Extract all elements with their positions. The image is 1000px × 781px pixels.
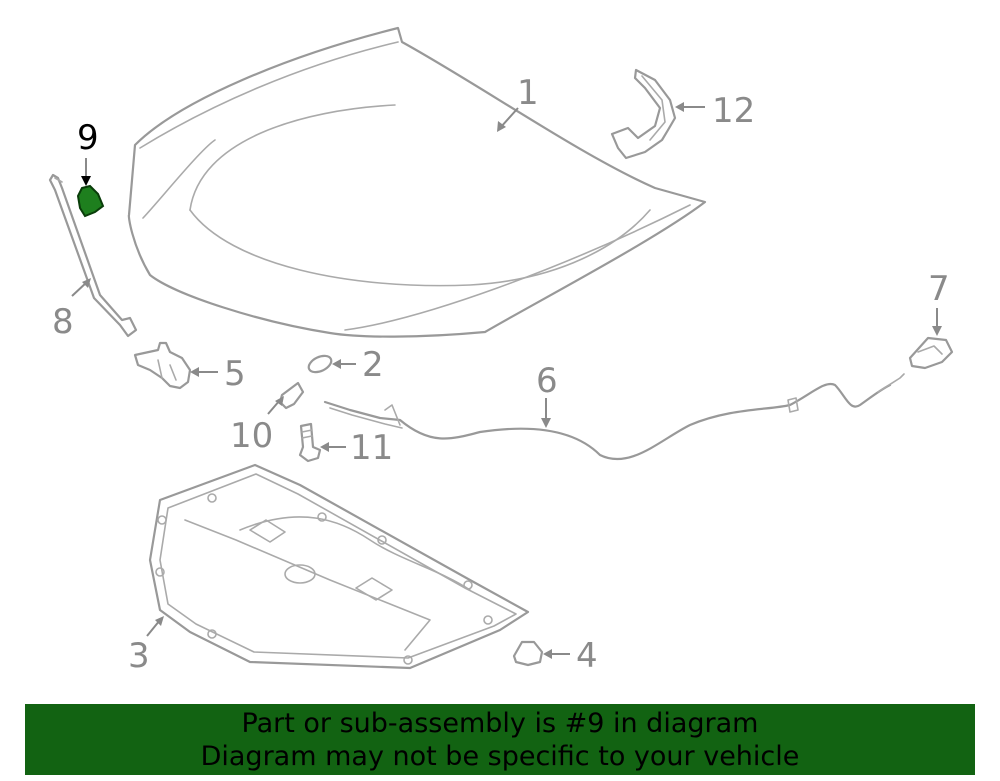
hood-insulator — [148, 463, 530, 670]
parts-diagram: 1 12 9 8 5 2 6 7 10 11 3 4 — [48, 26, 954, 676]
info-banner: Part or sub-assembly is #9 in diagram Di… — [25, 704, 975, 775]
bolt — [298, 422, 322, 463]
hood-latch — [133, 341, 192, 390]
callout-6: 6 — [536, 361, 558, 401]
push-clip — [512, 640, 544, 667]
callout-4: 4 — [576, 636, 598, 676]
callout-3: 3 — [128, 636, 150, 676]
callout-1: 1 — [517, 73, 539, 113]
hood-support-rod — [48, 173, 138, 338]
callout-12: 12 — [712, 91, 755, 131]
grommet — [307, 354, 333, 374]
release-cable — [323, 373, 905, 461]
callout-7: 7 — [928, 269, 950, 309]
part-9-hood-cushion — [76, 184, 105, 218]
hood-hinge — [610, 68, 677, 160]
callout-10: 10 — [230, 416, 273, 456]
callout-2: 2 — [362, 345, 384, 385]
banner-line-1: Part or sub-assembly is #9 in diagram — [241, 707, 759, 739]
callout-11: 11 — [350, 428, 393, 468]
callout-9: 9 — [77, 118, 99, 158]
callout-8: 8 — [52, 302, 74, 342]
leader-lines — [71, 102, 942, 659]
hood-panel — [127, 26, 707, 338]
cable-clip — [278, 381, 305, 410]
release-handle — [908, 336, 954, 370]
callout-5: 5 — [224, 354, 246, 394]
banner-line-2: Diagram may not be specific to your vehi… — [200, 740, 800, 772]
